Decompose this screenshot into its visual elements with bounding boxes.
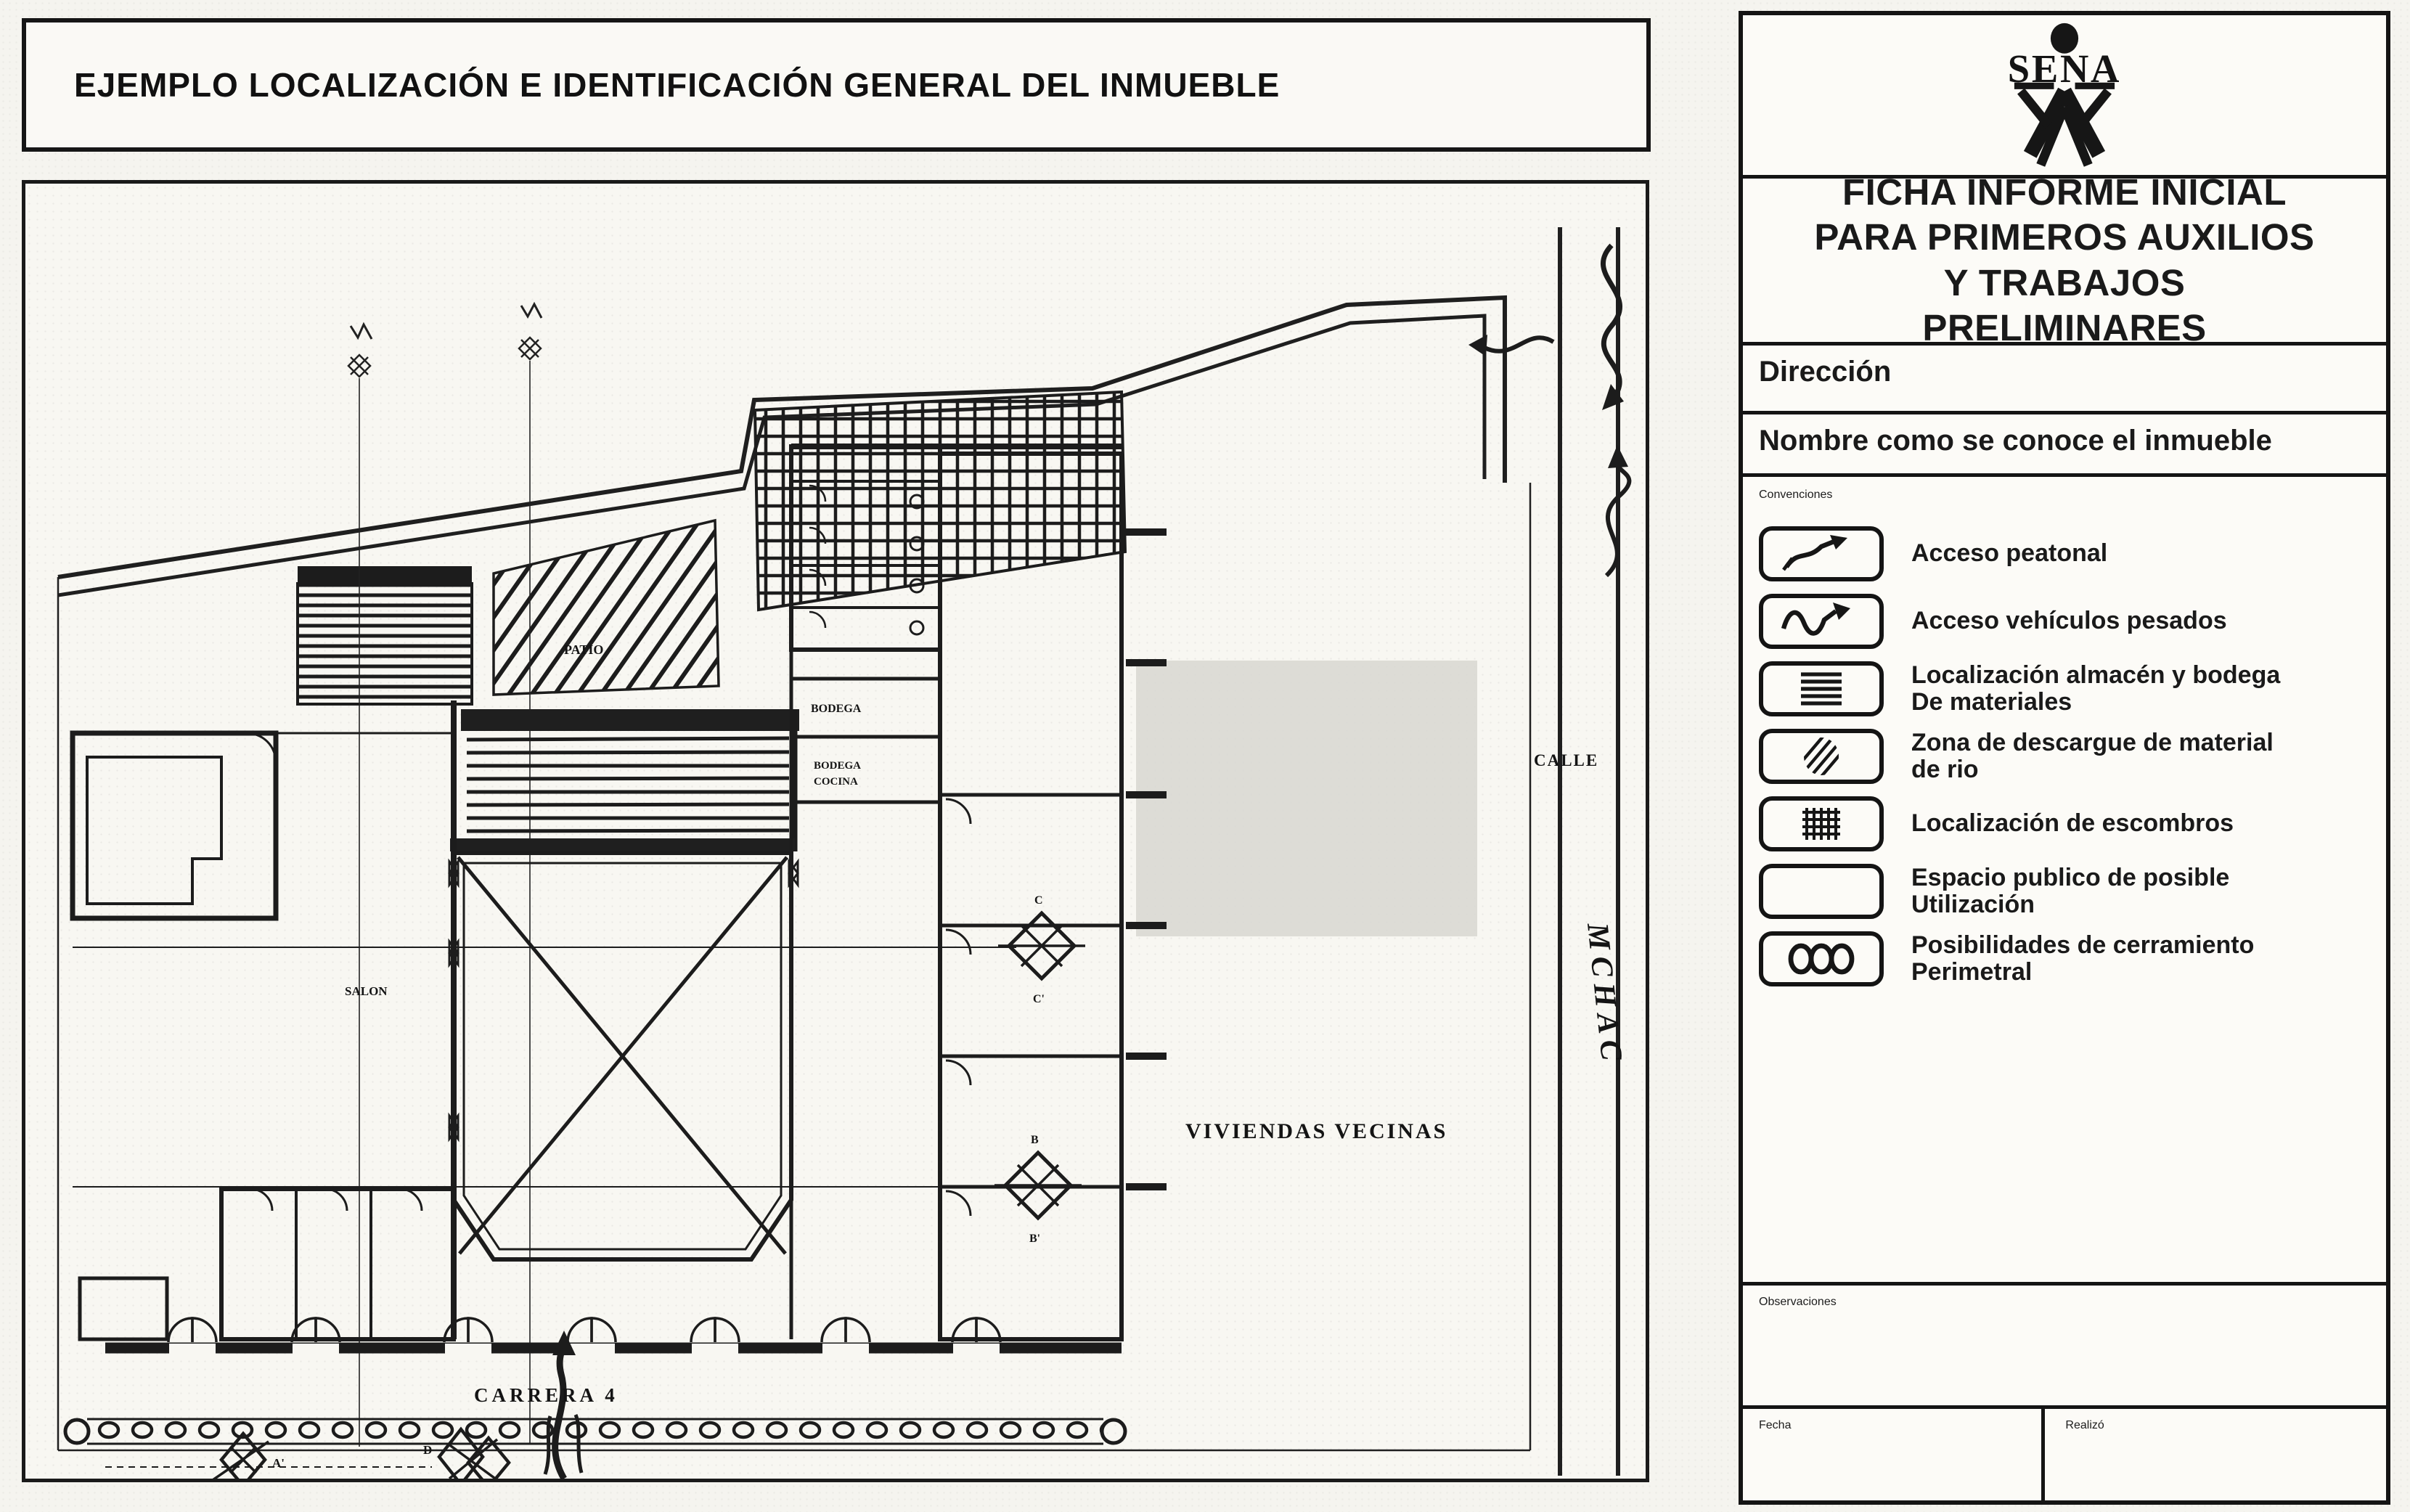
fecha-field: Fecha — [1743, 1409, 2046, 1500]
site-plan-canvas: PATIO — [22, 180, 1649, 1482]
calle-label: CALLE — [1534, 751, 1598, 769]
legend-label-line2: Utilización — [1911, 891, 2035, 918]
viviendas-vecinas-label: VIVIENDAS VECINAS — [1185, 1119, 1447, 1143]
convenciones-section: Convenciones Acceso peatonal — [1743, 477, 2386, 1286]
vehicle-access-squiggle-mid-icon — [1604, 445, 1632, 578]
section-marker-d — [437, 1426, 511, 1479]
legend-label-line: Posibilidades de cerramiento — [1911, 931, 2255, 959]
section-line-c — [73, 910, 1085, 981]
right-rooms — [938, 451, 1167, 1341]
heavy-vehicle-access-arrow-icon — [1759, 594, 1884, 649]
section-marker-a-label: A' — [272, 1456, 285, 1470]
axis-marker-1 — [347, 322, 373, 1447]
three-circles-swatch-icon — [1759, 931, 1884, 986]
legend-item-espacio-publico: Espacio publico de posible Utilización — [1759, 864, 2386, 919]
legend-label-line: Zona de descargue de material — [1911, 728, 2274, 756]
observaciones-field: Observaciones — [1743, 1286, 2386, 1409]
main-hall-x — [452, 851, 793, 1262]
legend-label-line2: De materiales — [1911, 688, 2072, 716]
section-marker-b-label: B — [1031, 1134, 1039, 1146]
perimeter-fence — [63, 1418, 1127, 1468]
legend-label-line2: de rio — [1911, 756, 1979, 783]
horizontal-stripes-swatch-icon — [1759, 661, 1884, 716]
river-material-hatch-zone — [492, 518, 720, 696]
section-marker-d-label: D — [423, 1443, 432, 1457]
site-plan-drawing: PATIO — [57, 227, 1632, 1479]
sena-logo-section: SENA — [1743, 15, 2386, 179]
legend-item-descargue-material: Zona de descargue de material de rio — [1759, 729, 2386, 784]
panel-title-line-1: FICHA INFORME INICIAL — [1842, 171, 2287, 213]
bodega-cocina-label-2: COCINA — [814, 776, 858, 788]
diagonal-hatch-swatch-icon — [1759, 729, 1884, 784]
pedestrian-access-arrow-icon — [1759, 526, 1884, 581]
public-space-shaded-zone — [1136, 661, 1477, 936]
page-title: EJEMPLO LOCALIZACIÓN E IDENTIFICACIÓN GE… — [74, 66, 1280, 104]
nombre-field: Nombre como se conoce el inmueble — [1743, 414, 2386, 477]
legend-item-cerramiento: Posibilidades de cerramiento Perimetral — [1759, 931, 2386, 986]
realizo-field: Realizó — [2045, 1409, 2386, 1500]
pedestrian-entrance-arrow-icon — [543, 1331, 584, 1479]
legend-label-line: Localización almacén y bodega — [1911, 661, 2281, 689]
convenciones-label: Convenciones — [1759, 489, 1833, 501]
vehicle-access-squiggle-top-icon — [1600, 243, 1624, 410]
nombre-label: Nombre como se conoce el inmueble — [1759, 425, 2272, 457]
street-boundaries — [57, 227, 1620, 1476]
bodega-cocina-label-1: BODEGA — [814, 760, 861, 772]
legend-label-line: Localización de escombros — [1911, 809, 2234, 838]
empty-box-swatch-icon — [1759, 864, 1884, 919]
fecha-realizo-row: Fecha Realizó — [1743, 1409, 2386, 1500]
section-line-b — [73, 1150, 1082, 1221]
ficha-info-panel: SENA FICHA INFORME INICIAL PARA PRIMEROS… — [1739, 11, 2390, 1505]
section-marker-c-label: C — [1034, 894, 1043, 907]
legend-item-acceso-peatonal: Acceso peatonal — [1759, 526, 2386, 581]
section-marker-b-prime-label: B' — [1029, 1233, 1040, 1245]
legend-item-almacen-bodega: Localización almacén y bodega De materia… — [1759, 661, 2386, 716]
legend-label-line: Acceso peatonal — [1911, 539, 2108, 568]
fecha-label: Fecha — [1759, 1419, 1792, 1431]
direccion-label: Dirección — [1759, 356, 1892, 388]
legend-label-line: Espacio publico de posible — [1911, 863, 2230, 891]
panel-title-line-2: PARA PRIMEROS AUXILIOS — [1814, 216, 2315, 258]
section-marker-a — [212, 1431, 269, 1479]
bodega-label: BODEGA — [811, 703, 862, 715]
vehicle-access-squiggle-corner-icon — [1469, 335, 1555, 356]
legend-item-escombros: Localización de escombros — [1759, 796, 2386, 851]
drawing-title-bar: EJEMPLO LOCALIZACIÓN E IDENTIFICACIÓN GE… — [22, 18, 1651, 152]
legend-list: Acceso peatonal Acceso vehículos pesados — [1759, 526, 2386, 986]
panel-title-section: FICHA INFORME INICIAL PARA PRIMEROS AUXI… — [1743, 171, 2386, 348]
realizo-label: Realizó — [2065, 1419, 2104, 1431]
storage-stripes-zone — [296, 566, 473, 706]
direccion-field: Dirección — [1743, 346, 2386, 414]
grid-hatch-swatch-icon — [1759, 796, 1884, 851]
legend-label-line2: Perimetral — [1911, 958, 2033, 986]
panel-title-line-3: Y TRABAJOS — [1943, 261, 2186, 303]
legend-item-acceso-vehiculos: Acceso vehículos pesados — [1759, 594, 2386, 649]
panel-title-line-4: PRELIMINARES — [1922, 306, 2207, 348]
stair-hall — [448, 709, 799, 886]
salon-label: SALON — [345, 984, 388, 998]
carrera-4-label: CARRERA 4 — [474, 1384, 618, 1406]
axis-marker-2 — [518, 301, 543, 1443]
section-marker-c-prime-label: C' — [1033, 993, 1045, 1005]
legend-label-line: Acceso vehículos pesados — [1911, 607, 2227, 635]
bottom-facade — [105, 1317, 1122, 1357]
patio-label: PATIO — [564, 642, 603, 657]
handwritten-street-note: MCHAC — [1580, 920, 1629, 1068]
observaciones-label: Observaciones — [1759, 1296, 1837, 1308]
sena-logo-icon: SENA — [2008, 23, 2119, 167]
left-wing-rooms — [70, 700, 459, 1341]
